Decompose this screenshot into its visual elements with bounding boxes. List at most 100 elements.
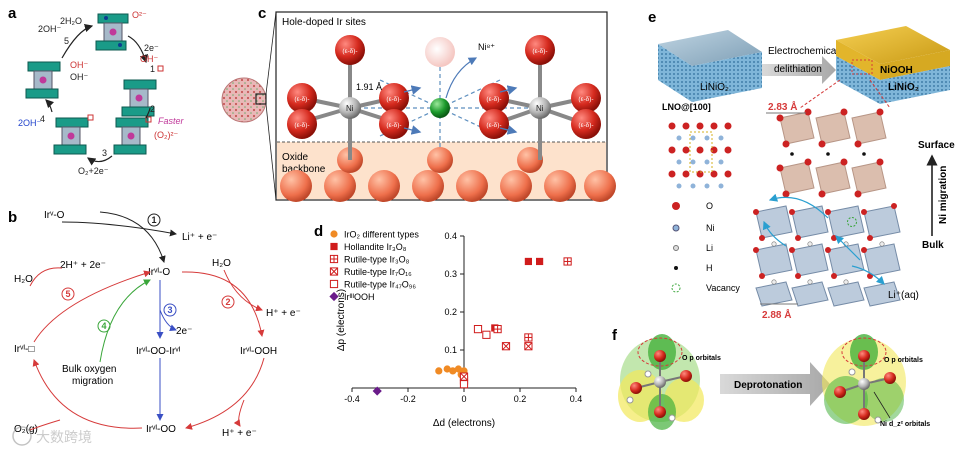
d-legend-marker xyxy=(329,291,339,302)
catalyst-unit-left xyxy=(25,61,61,99)
step1-arrow xyxy=(127,35,148,64)
b-li-e: Li⁺ + e⁻ xyxy=(182,232,217,243)
a-o2-2e: O₂+2e⁻ xyxy=(78,166,109,176)
d-legend-marker xyxy=(329,254,339,264)
step4-arrow xyxy=(45,99,55,113)
b-arrow-1b xyxy=(99,211,166,263)
d-x-tick-label: 0.4 xyxy=(570,394,583,404)
a-ohminus-b: OH⁻ xyxy=(140,54,159,64)
b-arrow-7b xyxy=(29,419,61,431)
d-legend-marker xyxy=(330,242,338,251)
b-node-ir6-vac: Irᵛᴵ-□ xyxy=(14,344,34,355)
e-leg-ni: Ni xyxy=(706,223,715,233)
panel-f-letter: f xyxy=(612,327,618,344)
c-o-label: (ε-δ)- xyxy=(386,96,401,103)
b-h-e-bottom: H⁺ + e⁻ xyxy=(222,428,257,439)
panel-e-letter: e xyxy=(648,9,656,26)
d-point xyxy=(443,365,451,373)
d-point xyxy=(536,257,544,266)
c-dopant-atom xyxy=(430,98,450,118)
f-orbital-left xyxy=(618,334,704,430)
b-arrow-2b xyxy=(223,269,263,312)
panel-a: a xyxy=(8,5,185,176)
step5-arrow xyxy=(61,23,94,59)
d-xlabel: Δd (electrons) xyxy=(433,418,495,429)
a-ohminus-a: OH⁻ xyxy=(70,72,89,82)
e-slab-right: NiOOH LiNiO₂ xyxy=(836,26,950,104)
e-surface-lattice xyxy=(753,79,901,307)
c-o-label: (ε-δ)- xyxy=(486,122,501,129)
e-leg-h: H xyxy=(706,263,713,273)
panel-e: e LiNiO₂ Electrochemical delithiation Ni… xyxy=(648,9,955,321)
d-point xyxy=(473,325,483,334)
step3-arrow xyxy=(87,155,113,166)
d-x-tick-label: 0.2 xyxy=(514,394,527,404)
a-step1: 1 xyxy=(150,64,155,74)
e-legend: O Ni Li H Vacancy xyxy=(671,201,740,293)
b-circle-1: 1 xyxy=(151,215,156,225)
a-two-oh: 2OH⁻ xyxy=(38,24,62,34)
b-arrow-1 xyxy=(61,221,177,237)
e-process-arrow xyxy=(762,56,836,84)
b-arrow-6b xyxy=(233,399,245,427)
d-point xyxy=(524,333,533,342)
e-d288: 2.88 Å xyxy=(762,308,791,321)
panel-d-letter: d xyxy=(314,223,323,240)
step2-arrow xyxy=(145,107,151,119)
d-points xyxy=(372,257,572,396)
b-h-e-right: H⁺ + e⁻ xyxy=(266,308,301,319)
b-h2o-right: H₂O xyxy=(212,258,231,269)
panel-b-letter: b xyxy=(8,209,17,226)
b-two-h-e: 2H⁺ + 2e⁻ xyxy=(60,260,106,271)
c-o-label: (ε-δ)- xyxy=(386,122,401,129)
b-circle-2: 2 xyxy=(225,297,230,307)
e-leg-li: Li xyxy=(706,243,713,253)
b-node-ir6o: Irᵛᴵ-O xyxy=(148,267,170,278)
catalyst-unit-top xyxy=(95,13,129,51)
e-d283: 2.83 Å xyxy=(768,100,797,113)
catalyst-unit-lowright xyxy=(113,116,152,155)
f-orbital-right xyxy=(822,334,906,426)
b-node-o2g: O₂(g) xyxy=(14,424,38,435)
catalyst-unit-right xyxy=(121,65,164,117)
c-ni-label: Ni⁸⁺ xyxy=(478,42,495,52)
d-y-tick-label: 0.2 xyxy=(444,307,457,317)
d-legend-label: IrO₂ different types xyxy=(344,230,419,240)
a-step3: 3 xyxy=(102,148,107,158)
c-o-label: (ε-δ)- xyxy=(532,48,547,55)
d-legend-marker xyxy=(329,267,339,276)
a-step2: 2 xyxy=(150,104,155,114)
a-step5: 5 xyxy=(64,36,69,46)
e-ni-migration: Ni migration xyxy=(938,166,949,224)
d-y-tick-label: 0.3 xyxy=(444,269,457,279)
d-point xyxy=(501,342,511,351)
d-legend-label: IrᴵᴵᴵOOH xyxy=(344,292,375,302)
c-ir-site-left: (ε-δ)- (ε-δ)- (ε-δ)- (ε-δ)- (ε-δ)- Ni xyxy=(287,35,409,160)
c-bond-length: 1.91 Å xyxy=(356,82,382,92)
b-node-ir6ooh: Irᵛᴵ-OOH xyxy=(240,346,277,357)
panel-f: f O p orbitals Deprotonation xyxy=(612,327,930,430)
b-arrow-5 xyxy=(33,270,151,343)
d-legend-label: Hollandite Ir₃O₈ xyxy=(344,242,407,252)
a-faster: Faster xyxy=(158,116,185,126)
b-two-e: 2e⁻ xyxy=(176,326,192,337)
b-arrow-3b xyxy=(159,309,177,332)
c-o-label: (ε-δ)- xyxy=(294,122,309,129)
e-electro: Electrochemical xyxy=(768,46,839,57)
b-circle-5: 5 xyxy=(65,289,70,299)
d-point xyxy=(449,367,457,375)
d-legend-label: Rutile-type Ir₃O₈ xyxy=(344,255,410,265)
e-niooh: NiOOH xyxy=(880,65,913,76)
c-title: Hole-doped Ir sites xyxy=(282,17,366,28)
a-step4: 4 xyxy=(40,114,45,124)
catalyst-unit-lowleft xyxy=(53,114,94,155)
e-surface: Surface xyxy=(918,140,955,151)
d-point xyxy=(459,380,469,389)
e-linio2-left: LiNiO₂ xyxy=(700,82,729,93)
d-x-tick-label: -0.4 xyxy=(344,394,360,404)
c-o-label: (ε-δ)- xyxy=(578,122,593,129)
watermark: 大数跨境 xyxy=(12,426,92,446)
d-legend-label: Rutile-type Ir₇O₁₆ xyxy=(344,267,412,277)
